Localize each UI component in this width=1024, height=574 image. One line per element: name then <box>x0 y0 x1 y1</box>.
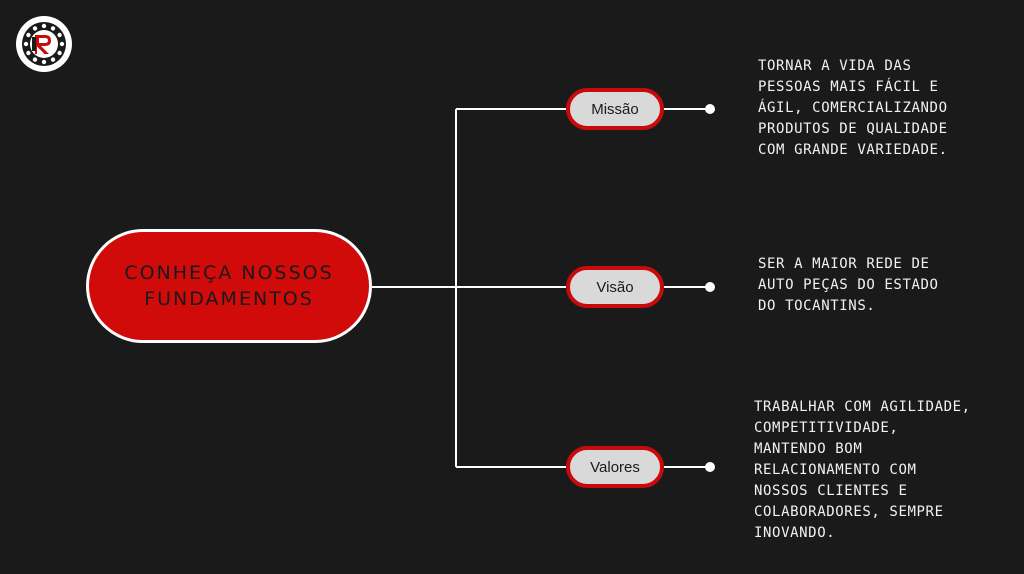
missao-description: TORNAR A VIDA DAS PESSOAS MAIS FÁCIL E Á… <box>758 58 948 158</box>
central-node-label: CONHEÇA NOSSOS FUNDAMENTOS <box>124 262 334 310</box>
visao-description: SER A MAIOR REDE DE AUTO PEÇAS DO ESTADO… <box>758 256 939 314</box>
branch-label-visao: Visão <box>596 278 634 296</box>
branch-node-valores: Valores <box>566 446 664 488</box>
branch-label-valores: Valores <box>590 458 640 476</box>
valores-description: TRABALHAR COM AGILIDADE, COMPETITIVIDADE… <box>754 399 971 541</box>
branch-node-missao: Missão <box>566 88 664 130</box>
gear-logo-icon <box>16 16 72 72</box>
valores-endpoint-dot <box>705 462 715 472</box>
branch-node-visao: Visão <box>566 266 664 308</box>
missao-endpoint-dot <box>705 104 715 114</box>
visao-endpoint-dot <box>705 282 715 292</box>
branch-label-missao: Missão <box>591 100 639 118</box>
central-node: CONHEÇA NOSSOS FUNDAMENTOS <box>86 229 372 343</box>
